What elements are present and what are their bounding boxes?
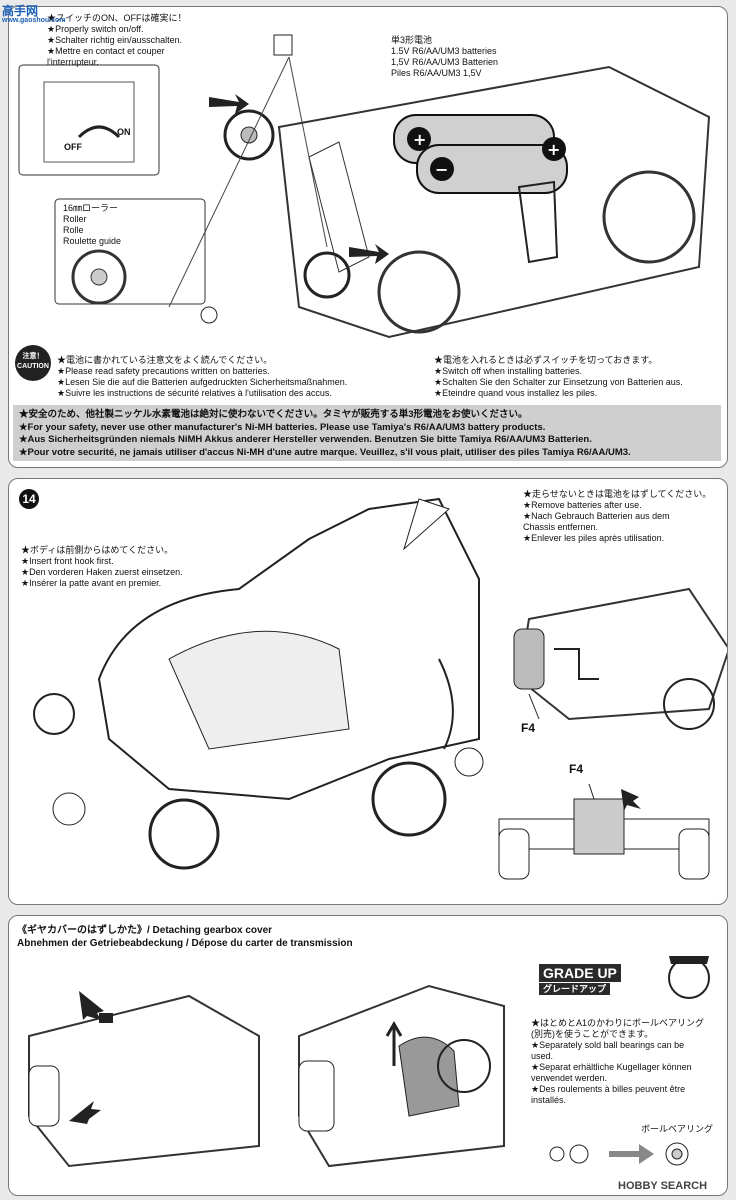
roller-drawing xyxy=(71,249,127,305)
battery-warning-bar xyxy=(13,405,721,461)
eyelet xyxy=(549,1146,565,1162)
body-fit-illustration xyxy=(33,497,727,880)
grade-up-subtitle: グレードアップ xyxy=(539,983,611,995)
switch-off-label: OFF xyxy=(64,142,82,152)
roller-top xyxy=(223,109,275,161)
switch-lever xyxy=(77,125,121,139)
battery-panel: + − + ★スイッチのON、OFFは確実に！★Properly switch … xyxy=(8,6,728,468)
screw-top xyxy=(273,34,293,56)
svg-text:+: + xyxy=(547,140,560,159)
roller-inset-frame xyxy=(54,198,206,305)
battery-plus-terminal xyxy=(542,137,566,161)
rear-wheel xyxy=(371,761,447,837)
caution-badge: 注意！ CAUTION xyxy=(15,345,51,381)
arrow-lift xyxy=(385,1021,403,1066)
svg-text:−: − xyxy=(435,160,448,179)
watermark-url: www.gaoshou.com xyxy=(2,17,66,24)
front-roller xyxy=(33,693,75,735)
chassis-left xyxy=(28,994,260,1168)
step-number-14: 14 xyxy=(19,489,39,509)
hobby-search-watermark: HOBBY SEARCH xyxy=(618,1180,708,1192)
rear-f4-part xyxy=(573,798,625,855)
switch-on-label: ON xyxy=(117,127,131,137)
switch-note: ★スイッチのON、OFFは確実に！★Properly switch on/off… xyxy=(47,13,187,67)
front-wheel xyxy=(148,798,220,870)
label-f4-side: F4 xyxy=(521,721,536,735)
label-f4-rear: F4 xyxy=(569,762,584,776)
chassis-outline xyxy=(277,65,711,339)
grade-up-notes: ★はとめとA1のかわりにボールベアリング(別売)を使うことができます。★Sepa… xyxy=(531,1018,705,1105)
gearbox-illustration xyxy=(28,956,710,1168)
battery-2: − xyxy=(416,144,568,194)
body-note: ★ボディは前側からはめてください。★Insert front hook firs… xyxy=(21,545,183,588)
watermark-logo: 高手网 xyxy=(2,4,39,18)
washer xyxy=(200,306,218,324)
switch-inset-frame xyxy=(18,64,160,176)
battery-illustration: + − + xyxy=(18,34,711,339)
battery-holder-f4 xyxy=(513,628,545,690)
arrow-press-top xyxy=(79,991,104,1020)
rear-wheel xyxy=(602,170,696,264)
front-wheel xyxy=(377,250,461,334)
bearing-label: ボールベアリング xyxy=(641,1124,714,1134)
svg-text:+: + xyxy=(413,130,426,149)
caution-right: ★電池を入れるときは必ずスイッチを切っておきます。★Switch off whe… xyxy=(434,355,683,398)
grade-up-title: GRADE UP xyxy=(539,964,621,982)
gearbox-tab-top xyxy=(99,1013,113,1023)
step14-panel: 14 ★ボディは前側からはめてください。★Insert front hook f… xyxy=(8,478,728,905)
battery-terminal xyxy=(517,180,559,264)
arrow-replace xyxy=(609,1144,654,1164)
gearbox-cover xyxy=(398,1036,460,1117)
battery-warning-text: ★安全のため、他社製ニッケル水素電池は絶対に使わないでください。タミヤが販売する… xyxy=(19,409,631,458)
arrow-screw xyxy=(209,94,249,114)
remove-battery-note: ★走らせないときは電池をはずしてください。★Remove batteries a… xyxy=(523,489,712,543)
caution-left: ★電池に書かれている注意文をよく読んでください。★Please read saf… xyxy=(57,355,348,398)
roller-bottom xyxy=(303,251,351,299)
chassis-side-inset xyxy=(517,587,727,721)
